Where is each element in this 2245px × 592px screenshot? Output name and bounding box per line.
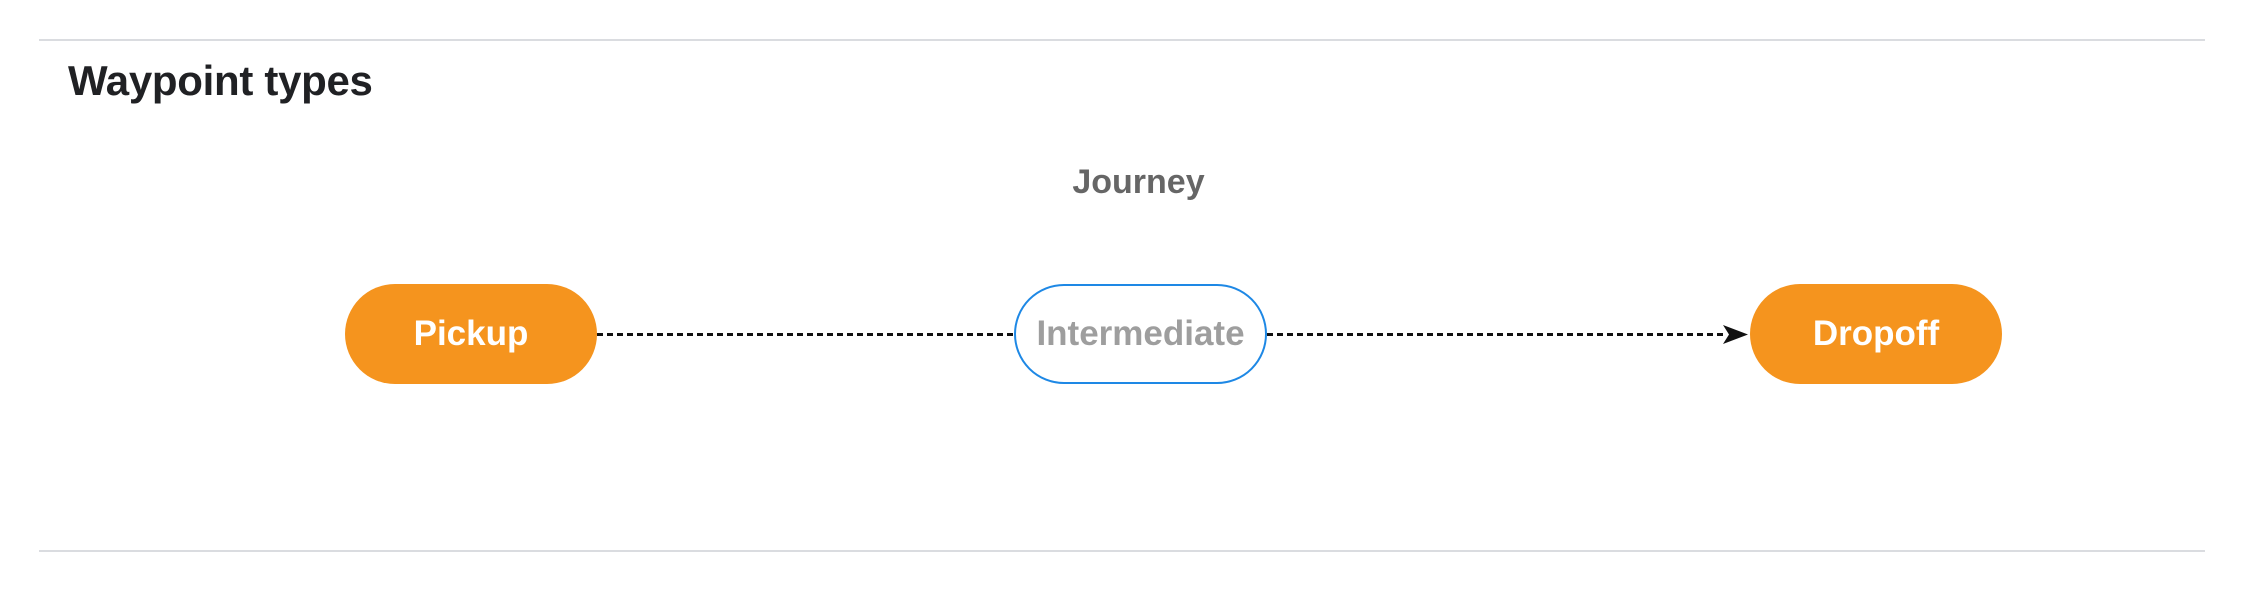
node-intermediate-label: Intermediate: [1036, 314, 1245, 353]
top-divider: [39, 39, 2205, 41]
node-intermediate: Intermediate: [1014, 284, 1267, 384]
node-dropoff: Dropoff: [1750, 284, 2002, 384]
arrowhead-icon: [1723, 325, 1748, 344]
diagram-title: Journey: [1072, 163, 1205, 201]
node-pickup: Pickup: [345, 284, 597, 384]
node-dropoff-label: Dropoff: [1812, 314, 1940, 353]
section-heading: Waypoint types: [68, 57, 373, 104]
node-pickup-label: Pickup: [413, 314, 529, 353]
bottom-divider: [39, 550, 2205, 552]
